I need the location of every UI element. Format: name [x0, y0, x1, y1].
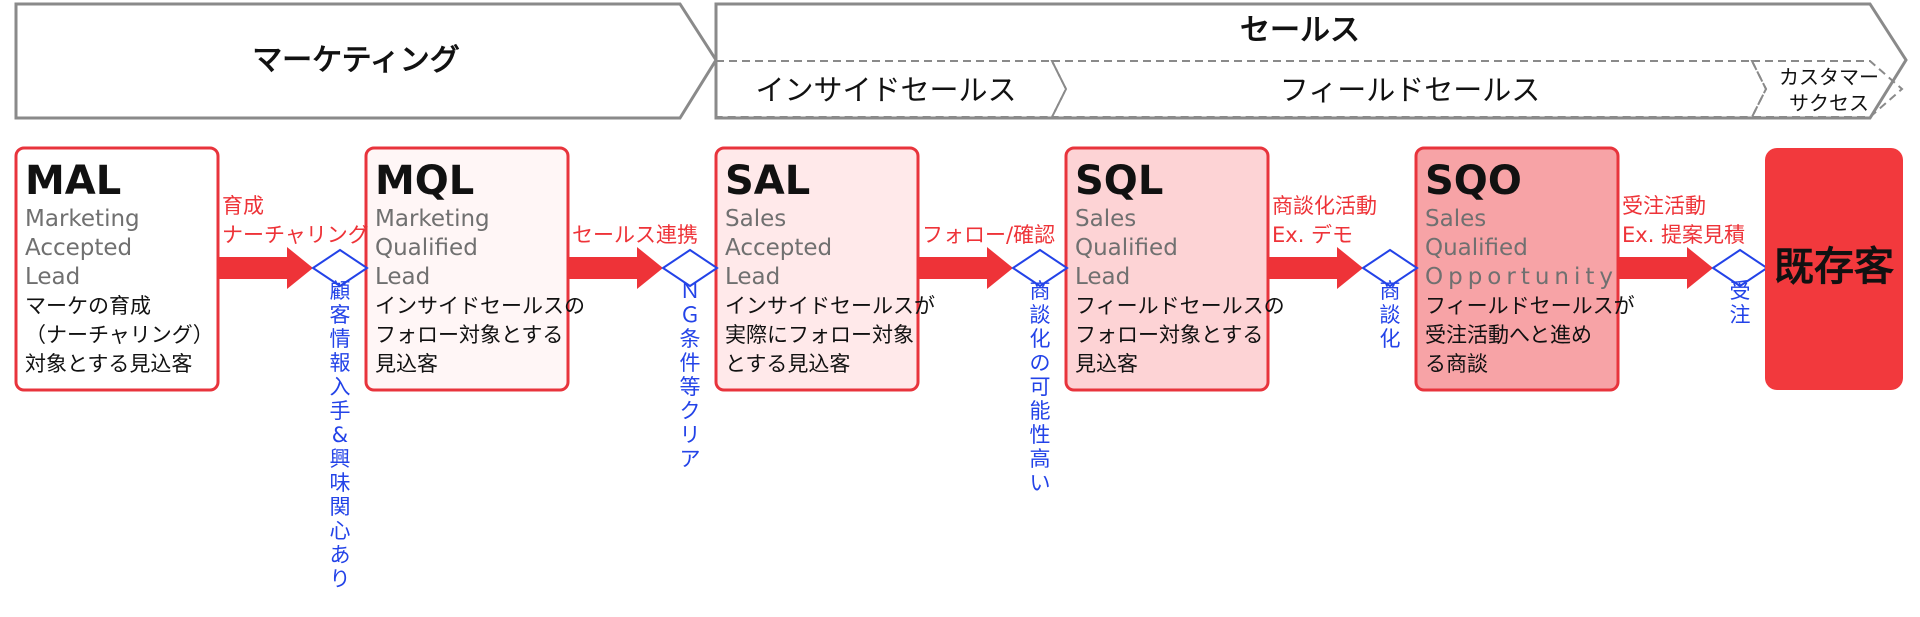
final-stage-box	[1765, 148, 1903, 390]
condition-label: 商談化	[1380, 279, 1401, 351]
stage-acronym: SQO	[1425, 158, 1522, 204]
stage-description-line: （ナーチャリング）	[25, 323, 214, 347]
header-banner: マーケティング セールス インサイドセールス フィールドセールス カスタマー サ…	[14, 2, 1908, 120]
activity-label: 育成	[222, 194, 264, 218]
stage-full-name-line: Lead	[1075, 264, 1130, 290]
stage-acronym: SQL	[1075, 158, 1163, 204]
condition-label: ＮＧ条件等クリア	[680, 279, 701, 471]
stage-description-line: 見込客	[1075, 352, 1138, 376]
stage-full-name-line: Marketing	[375, 206, 490, 232]
stage-full-name-line: Accepted	[25, 235, 132, 261]
stage-full-name-line: Qualified	[375, 235, 478, 261]
activity-label: Ex. デモ	[1272, 223, 1353, 247]
stage-full-name-line: Qualified	[1425, 235, 1528, 261]
stage-description-line: とする見込客	[725, 352, 850, 376]
decision-diamond	[1011, 248, 1069, 288]
stage-acronym: SAL	[725, 158, 810, 204]
condition-label: 顧客情報入手&興味関心あり	[330, 279, 351, 591]
stage-full-name-line: Marketing	[25, 206, 140, 232]
activity-label: Ex. 提案見積	[1622, 223, 1745, 247]
stage-description-line: フィールドセールスの	[1075, 294, 1285, 318]
stage-full-name-line: Sales	[1075, 206, 1136, 232]
flow-arrow	[218, 247, 313, 289]
stage-description-line: 見込客	[375, 352, 438, 376]
decision-diamond	[661, 248, 719, 288]
activity-label: 受注活動	[1622, 194, 1706, 218]
stage-description-line: フィールドセールスが	[1425, 294, 1635, 318]
inside-sales-label: インサイドセールス	[755, 73, 1016, 107]
final-stage-label: 既存客	[1774, 244, 1894, 290]
stage-description-line: 実際にフォロー対象	[725, 323, 914, 347]
sales-label: セールス	[1240, 13, 1360, 48]
stage-acronym: MQL	[375, 158, 474, 204]
activity-label: 商談化活動	[1272, 194, 1377, 218]
field-sales-label: フィールドセールス	[1280, 73, 1540, 107]
stage-description-line: インサイドセールスが	[725, 294, 935, 318]
customer-success-label-line2: サクセス	[1789, 91, 1869, 115]
stage-full-name-line: Lead	[25, 264, 80, 290]
stage-description-line: 対象とする見込客	[25, 352, 192, 376]
stage-full-name-line: Sales	[725, 206, 786, 232]
customer-success-label-line1: カスタマー	[1779, 65, 1879, 89]
stage-description-line: フォロー対象とする	[375, 323, 563, 347]
decision-diamond	[311, 248, 369, 288]
stages-layer: MALMarketingAcceptedLeadマーケの育成（ナーチャリング）対…	[14, 146, 1635, 392]
stage-full-name-line: Lead	[375, 264, 430, 290]
stage-sqo: SQOSalesQualifiedOpportunityフィールドセールスが受注…	[1414, 146, 1635, 392]
flow-arrow	[1268, 247, 1363, 289]
activity-label: ナーチャリング	[222, 223, 369, 247]
stage-description-line: 受注活動へと進め	[1425, 323, 1592, 347]
inside-sales-chevron	[715, 60, 1068, 118]
sales-chevron	[714, 2, 1908, 120]
marketing-label: マーケティング	[252, 43, 460, 78]
stage-description-line: フォロー対象とする	[1075, 323, 1263, 347]
stage-acronym: MAL	[25, 158, 121, 204]
flow-arrow	[918, 247, 1013, 289]
stage-description-line: る商談	[1425, 352, 1488, 376]
stage-description-line: マーケの育成	[25, 294, 151, 318]
activity-label: セールス連携	[572, 223, 698, 247]
condition-label: 商談化の可能性高い	[1030, 279, 1051, 495]
stage-full-name-line: Sales	[1425, 206, 1486, 232]
decision-diamond	[1361, 248, 1419, 288]
marketing-chevron	[14, 2, 718, 120]
stage-full-name-line: Qualified	[1075, 235, 1178, 261]
stage-description-line: インサイドセールスの	[375, 294, 585, 318]
customer-success-chevron	[1750, 60, 1904, 118]
transition-2: セールス連携 ＮＧ条件等クリア	[568, 223, 719, 471]
condition-label: 受注	[1730, 279, 1751, 327]
stage-full-name-line: Lead	[725, 264, 780, 290]
stage-full-name-line: Accepted	[725, 235, 832, 261]
flow-arrow	[1618, 247, 1713, 289]
flow-arrow	[568, 247, 663, 289]
activity-label: フォロー/確認	[922, 223, 1055, 247]
final-stage: 既存客	[1765, 148, 1903, 390]
